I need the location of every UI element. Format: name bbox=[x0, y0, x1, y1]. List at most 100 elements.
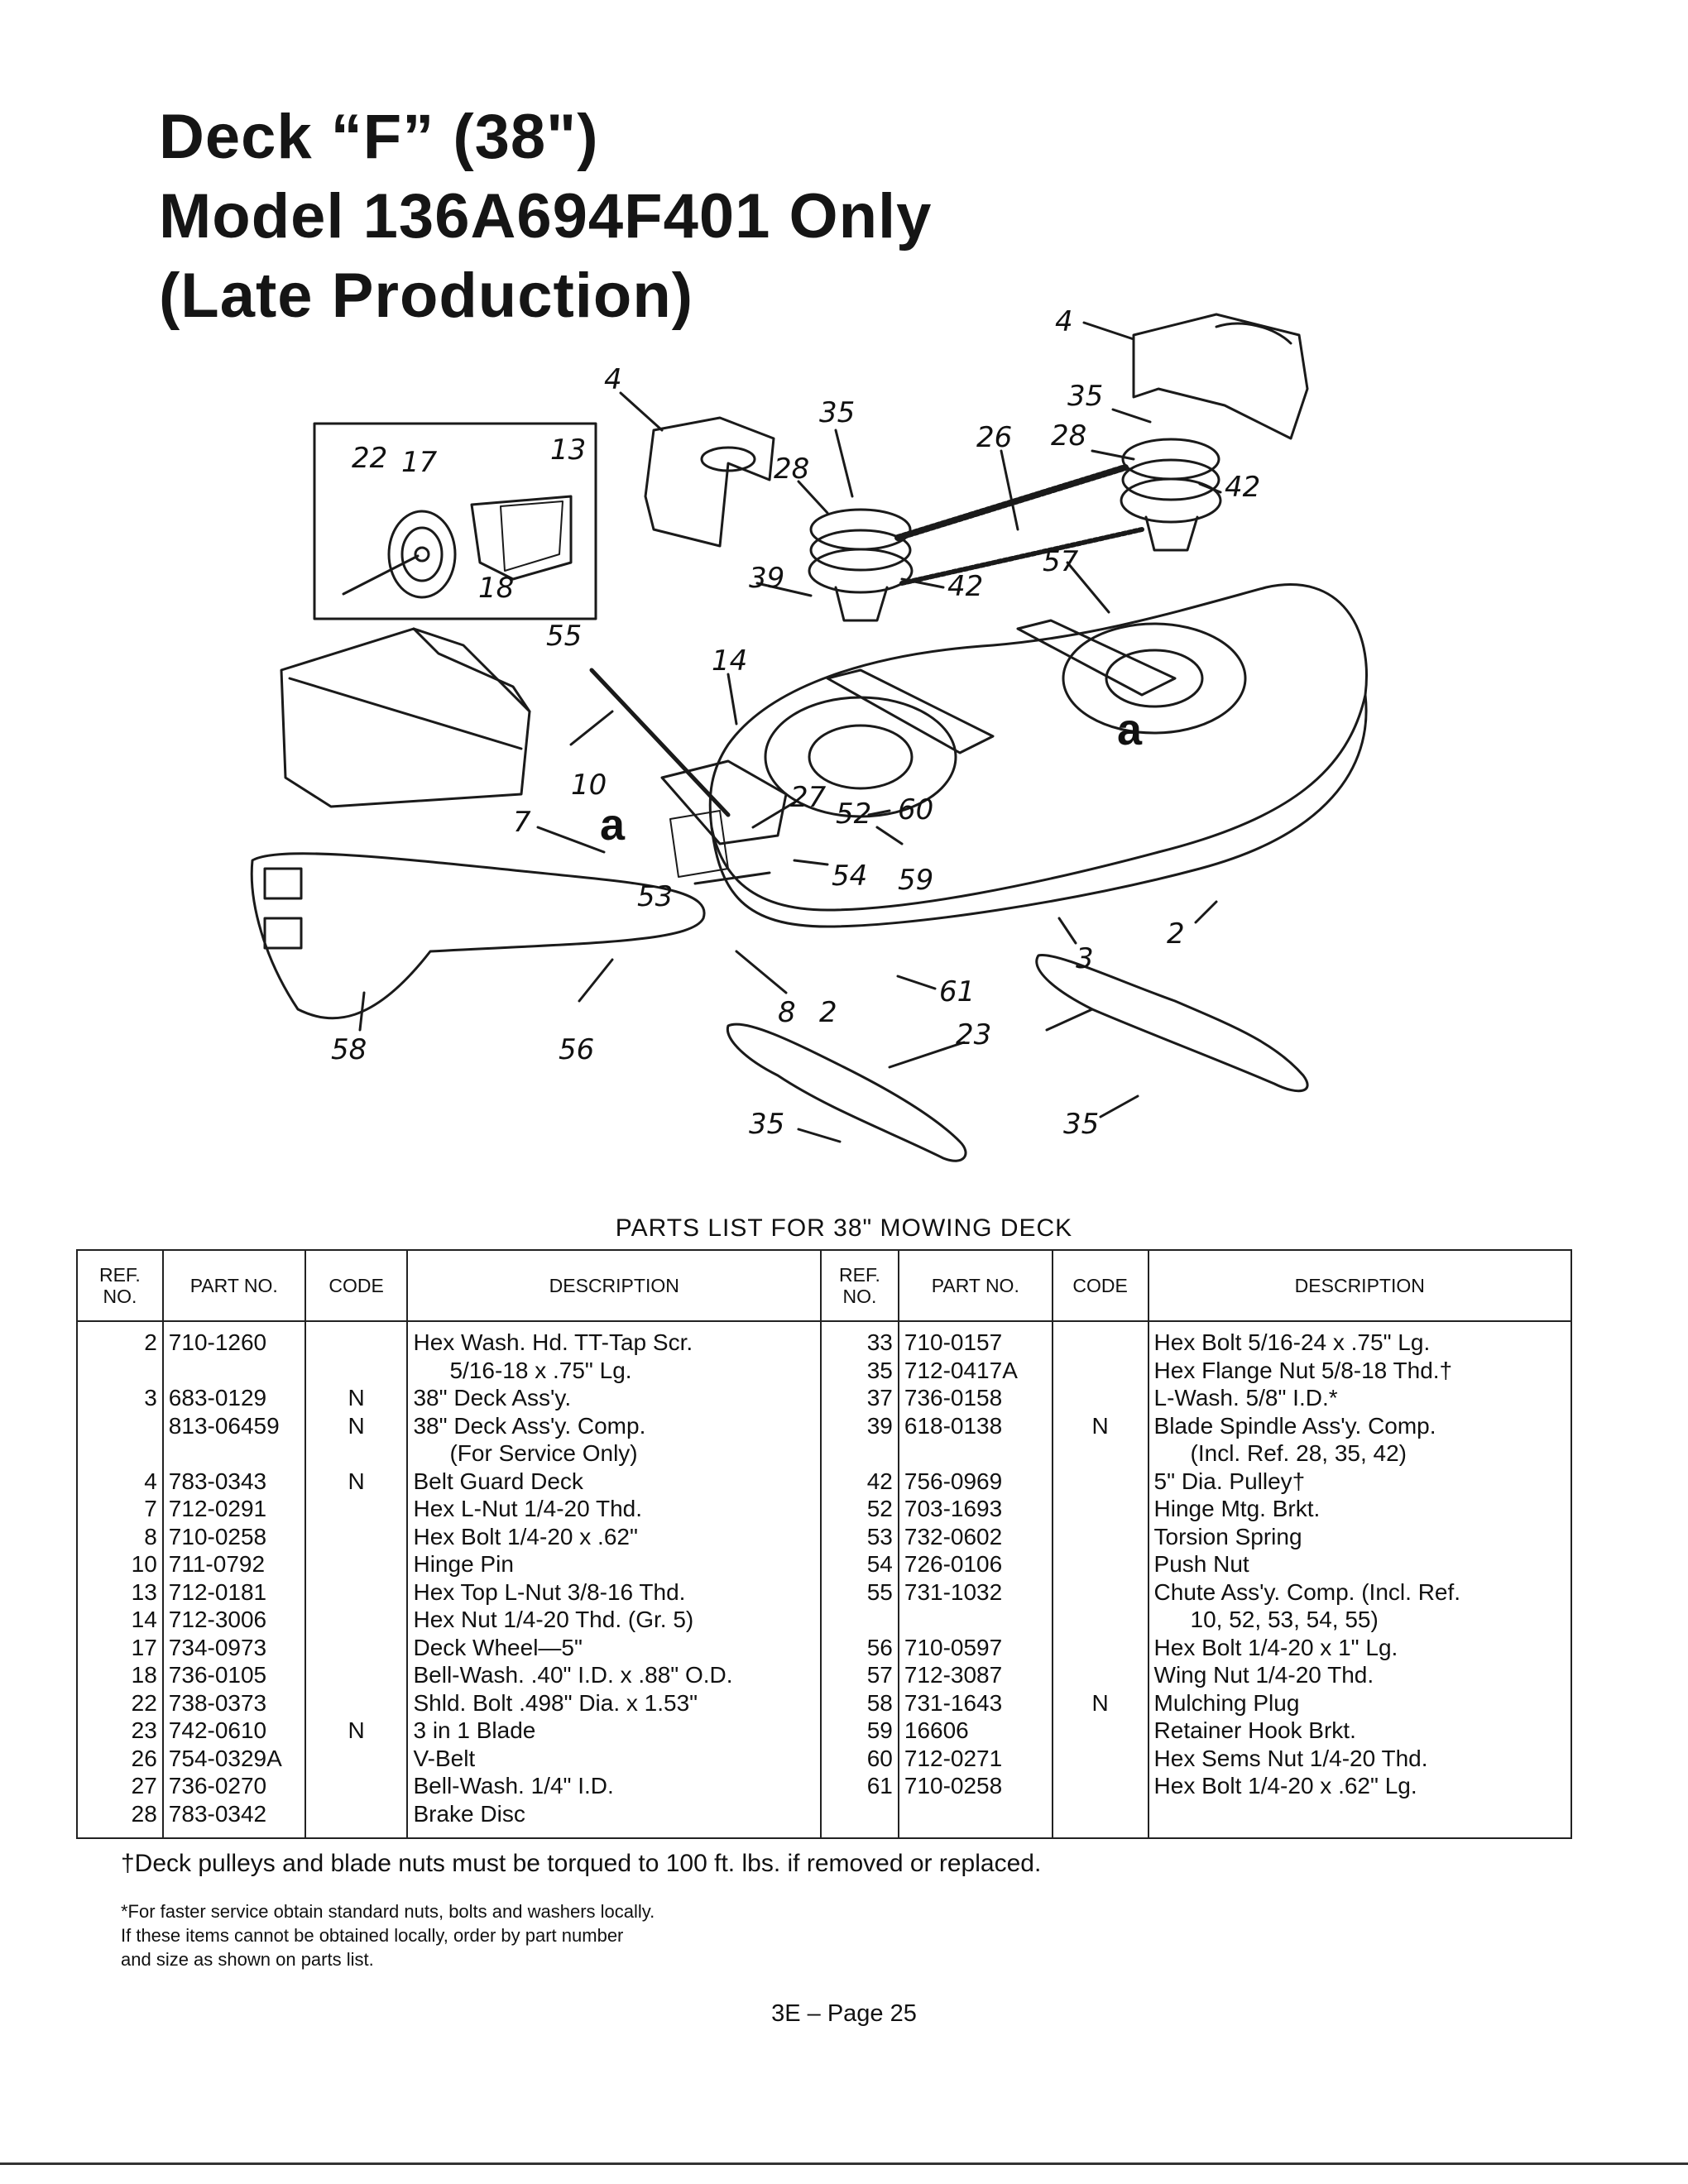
wheel-inset-box bbox=[313, 422, 597, 620]
service-note-line: If these items cannot be obtained locall… bbox=[121, 1925, 624, 1946]
col-header-description: DESCRIPTION bbox=[406, 1250, 822, 1322]
col-header-code: CODE bbox=[304, 1250, 409, 1322]
cell-desc: Belt Guard Deck bbox=[413, 1468, 583, 1494]
callout: 52 bbox=[836, 797, 871, 831]
callout: 57 bbox=[1043, 545, 1079, 578]
cell-part bbox=[904, 1439, 1047, 1468]
cell-desc: 38" Deck Ass'y. bbox=[413, 1385, 572, 1410]
exploded-deck-diagram: 4 4 22 17 13 18 55 35 35 28 28 26 39 42 … bbox=[250, 305, 1368, 1162]
title-line-3: (Late Production) bbox=[159, 261, 694, 331]
cell-desc: Hex Bolt 1/4-20 x .62" bbox=[413, 1523, 638, 1549]
callout: 18 bbox=[478, 572, 514, 605]
cell-code bbox=[1058, 1523, 1143, 1551]
cell-code bbox=[1058, 1745, 1143, 1773]
callout: 2 bbox=[1167, 917, 1185, 951]
cell-code bbox=[311, 1578, 402, 1607]
cell-ref: 18 bbox=[131, 1662, 157, 1688]
cell-ref: 60 bbox=[866, 1745, 893, 1771]
callout: 23 bbox=[956, 1018, 991, 1051]
cell-part: 731-1032 bbox=[904, 1578, 1003, 1605]
cell-desc: Blade Spindle Ass'y. Comp. bbox=[1153, 1412, 1436, 1439]
cell-part: 683-0129 bbox=[168, 1385, 267, 1410]
callout: 35 bbox=[1063, 1108, 1099, 1141]
cell-ref: 22 bbox=[131, 1689, 157, 1716]
cell-ref: 61 bbox=[866, 1773, 893, 1798]
cell-part: 742-0610 bbox=[168, 1717, 267, 1743]
cell-desc: Hinge Mtg. Brkt. bbox=[1153, 1496, 1321, 1521]
cell-ref bbox=[83, 1439, 157, 1468]
cell-desc: Hex Wash. Hd. TT-Tap Scr. bbox=[413, 1329, 693, 1355]
cell-desc: Hex Flange Nut 5/8-18 Thd.† bbox=[1153, 1357, 1453, 1383]
col-header-part: PART NO. bbox=[897, 1250, 1053, 1322]
cell-desc: Bell-Wash. .40" I.D. x .88" O.D. bbox=[413, 1662, 733, 1688]
bottom-rule bbox=[0, 2162, 1688, 2165]
cell-ref: 2 bbox=[144, 1329, 157, 1355]
cell-code bbox=[1058, 1495, 1143, 1523]
callout-a: a bbox=[1117, 705, 1143, 754]
cell-ref: 14 bbox=[131, 1607, 157, 1632]
callout: 42 bbox=[947, 570, 983, 603]
cell-ref: 52 bbox=[866, 1496, 893, 1521]
cell-ref: 35 bbox=[866, 1357, 893, 1383]
cell-desc: (Incl. Ref. 28, 35, 42) bbox=[1190, 1440, 1407, 1466]
cell-ref: 4 bbox=[144, 1468, 157, 1494]
callout: 27 bbox=[790, 781, 827, 814]
callout: 28 bbox=[774, 453, 809, 486]
page-title: Deck “F” (38") Model 136A694F401 Only (L… bbox=[159, 98, 932, 336]
callout: 22 bbox=[352, 442, 387, 475]
cell-desc: Deck Wheel—5" bbox=[413, 1634, 583, 1660]
service-note-line: and size as shown on parts list. bbox=[121, 1949, 374, 1970]
cell-ref: 39 bbox=[866, 1412, 893, 1439]
cell-ref: 37 bbox=[866, 1385, 893, 1410]
cell-code bbox=[311, 1523, 402, 1551]
callout-a: a bbox=[600, 800, 626, 850]
cell-desc: Torsion Spring bbox=[1153, 1523, 1302, 1549]
cell-part bbox=[169, 1439, 300, 1468]
cell-ref: 59 bbox=[866, 1717, 893, 1743]
callout: 56 bbox=[559, 1033, 594, 1066]
cell-code: N bbox=[348, 1412, 365, 1439]
service-note: *For faster service obtain standard nuts… bbox=[121, 1899, 655, 1971]
cell-part: 710-0157 bbox=[904, 1329, 1003, 1355]
cell-code bbox=[1058, 1634, 1143, 1662]
cell-code bbox=[311, 1634, 402, 1662]
cell-desc: Hex Sems Nut 1/4-20 Thd. bbox=[1153, 1745, 1428, 1771]
cell-desc: Retainer Hook Brkt. bbox=[1153, 1717, 1356, 1743]
cell-code bbox=[311, 1606, 402, 1634]
cell-code bbox=[1058, 1384, 1143, 1412]
cell-ref: 54 bbox=[866, 1551, 893, 1577]
cell-part: 712-3006 bbox=[168, 1607, 267, 1632]
callout: 59 bbox=[898, 864, 933, 897]
table-header-row: REF. NO. PART NO. CODE DESCRIPTION REF. … bbox=[76, 1250, 1573, 1322]
callout: 4 bbox=[604, 363, 622, 396]
cell-ref: 33 bbox=[866, 1329, 893, 1355]
cell-desc: 38" Deck Ass'y. Comp. bbox=[413, 1412, 646, 1439]
cell-part: 711-0792 bbox=[168, 1551, 266, 1577]
cell-ref bbox=[827, 1606, 893, 1634]
cell-code bbox=[1058, 1357, 1143, 1385]
cell-desc: L-Wash. 5/8" I.D.* bbox=[1153, 1385, 1338, 1410]
col-header-ref: REF. NO. bbox=[76, 1250, 164, 1322]
cell-code bbox=[311, 1550, 402, 1578]
col-header-part: PART NO. bbox=[161, 1250, 306, 1322]
service-note-line: *For faster service obtain standard nuts… bbox=[121, 1901, 655, 1922]
callout: 60 bbox=[898, 793, 933, 826]
title-line-1: Deck “F” (38") bbox=[159, 102, 599, 172]
cell-code bbox=[1058, 1606, 1143, 1634]
cell-desc: Brake Disc bbox=[413, 1800, 525, 1827]
cell-ref bbox=[83, 1357, 157, 1385]
cell-part: 813-06459 bbox=[168, 1412, 280, 1439]
callout: 8 bbox=[778, 996, 796, 1029]
cell-desc: Hex Bolt 1/4-20 x 1" Lg. bbox=[1153, 1634, 1398, 1660]
cell-code bbox=[311, 1772, 402, 1800]
cell-code bbox=[1058, 1468, 1143, 1496]
callout: 13 bbox=[550, 433, 586, 467]
cell-ref: 23 bbox=[131, 1717, 157, 1743]
callout: 61 bbox=[939, 975, 975, 1008]
cell-part: 732-0602 bbox=[904, 1523, 1003, 1549]
cell-desc: Shld. Bolt .498" Dia. x 1.53" bbox=[413, 1689, 698, 1716]
cell-desc: Hex Nut 1/4-20 Thd. (Gr. 5) bbox=[413, 1607, 694, 1632]
cell-part: 726-0106 bbox=[904, 1551, 1003, 1577]
